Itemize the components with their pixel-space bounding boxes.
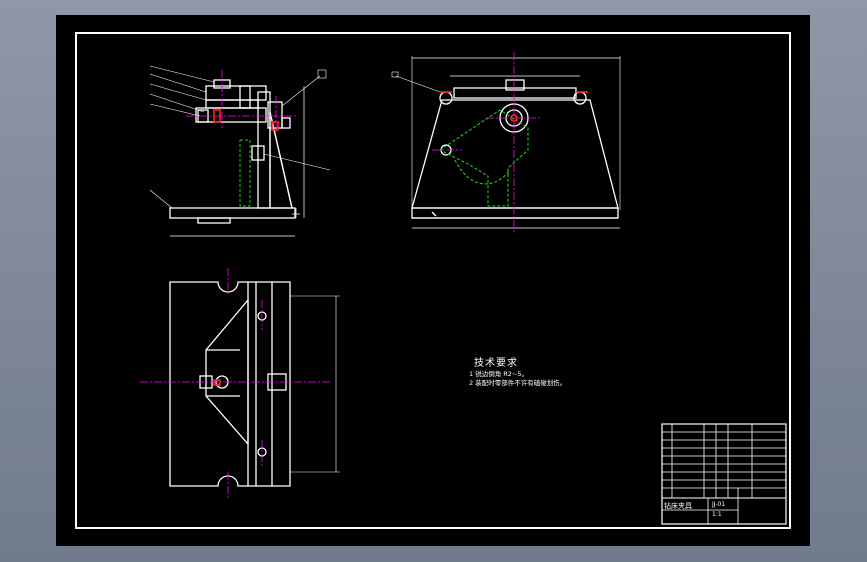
- front-view-leader: [391, 71, 441, 93]
- front-view-red: [440, 91, 588, 122]
- technical-requirement-1: 1 锐边倒角 R2~5。: [469, 370, 529, 378]
- title-block-drawing-no: JJ-01: [712, 501, 726, 508]
- top-view-centerlines: [140, 268, 330, 498]
- side-view-centerlines: [186, 70, 296, 134]
- side-view-leaders: [149, 65, 331, 209]
- front-view[interactable]: [411, 56, 621, 229]
- side-view[interactable]: [169, 79, 305, 237]
- title-block-scale: 1:1: [712, 511, 722, 518]
- drawing-canvas: [75, 32, 791, 529]
- cad-viewport[interactable]: 技术要求 1 锐边倒角 R2~5。 2 装配时零部件不许有磕碰划伤。 钻床夹具 …: [56, 15, 810, 546]
- technical-requirement-2: 2 装配时零部件不许有磕碰划伤。: [469, 379, 567, 387]
- side-view-red: [213, 109, 279, 131]
- front-view-hidden: [438, 109, 529, 207]
- top-view[interactable]: [169, 281, 340, 487]
- drawing-border: [75, 32, 791, 529]
- title-block[interactable]: [661, 423, 787, 525]
- top-view-red: [213, 379, 221, 386]
- title-block-name: 钻床夹具: [664, 502, 692, 510]
- front-view-centerlines: [432, 52, 542, 232]
- technical-requirements-title: 技术要求: [474, 358, 518, 369]
- side-view-hidden: [239, 139, 251, 207]
